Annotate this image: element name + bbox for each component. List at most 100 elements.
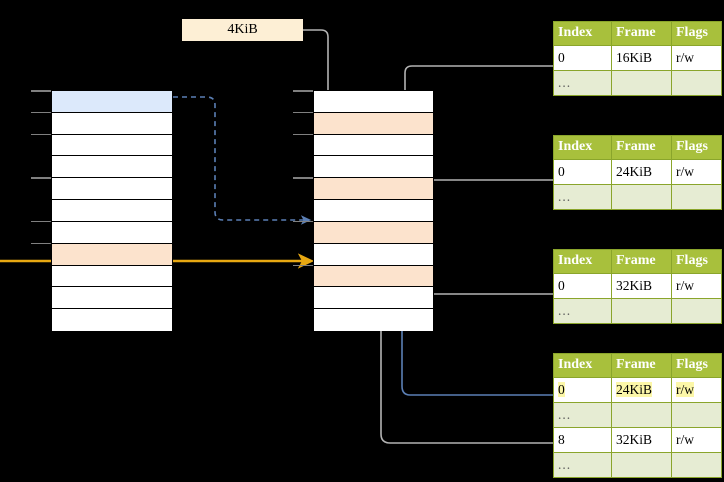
memory-block [52, 265, 172, 288]
cell-frame: 24KiB [611, 377, 672, 403]
table-row[interactable]: ... [553, 298, 722, 324]
cell-flags [671, 298, 722, 324]
memory-block [314, 200, 433, 222]
cell-frame [611, 298, 672, 324]
cell-flags: r/w [671, 159, 722, 185]
cell-flags [671, 452, 722, 478]
memory-block [52, 287, 172, 310]
memory-block [52, 221, 172, 244]
cell-frame [611, 70, 672, 96]
cell-frame [611, 452, 672, 478]
memory-block [314, 156, 433, 179]
column-header-frame: Frame [611, 249, 672, 274]
block-tick-mark [293, 111, 313, 114]
cell-index: ... [553, 184, 612, 210]
block-tick-mark [293, 220, 313, 223]
memory-block [314, 287, 433, 310]
table-row[interactable]: ... [553, 184, 722, 210]
memory-block [314, 309, 433, 331]
cell-index: 0 [553, 159, 612, 185]
memory-block [314, 243, 433, 266]
physical-memory-stack [313, 90, 434, 331]
cell-index: 0 [553, 273, 612, 299]
cell-index: 0 [553, 45, 612, 71]
virtual-address-space-stack [51, 90, 173, 331]
table-row[interactable]: ... [553, 452, 722, 478]
block-tick-mark [293, 133, 313, 136]
column-header-frame: Frame [611, 135, 672, 160]
column-header-flags: Flags [671, 353, 722, 378]
memory-block [52, 112, 172, 135]
memory-block [314, 221, 433, 244]
block-tick-mark [293, 264, 313, 267]
column-header-index: Index [553, 353, 612, 378]
block-tick-mark [293, 177, 313, 179]
column-header-index: Index [553, 21, 612, 46]
block-tick-mark [31, 133, 51, 136]
cell-frame: 24KiB [611, 159, 672, 185]
memory-block [52, 243, 172, 266]
memory-block [52, 156, 172, 179]
cell-index: 0 [553, 377, 612, 403]
memory-block [314, 265, 433, 288]
cell-frame: 32KiB [611, 427, 672, 453]
block-tick-mark [31, 111, 51, 114]
page-size-label: 4KiB [182, 19, 303, 41]
memory-block [314, 178, 433, 201]
memory-block [314, 134, 433, 157]
memory-block [52, 91, 172, 113]
cell-flags: r/w [671, 273, 722, 299]
cell-frame [611, 402, 672, 428]
memory-block [52, 134, 172, 157]
memory-block [52, 178, 172, 201]
highlighted-value: 24KiB [616, 382, 653, 398]
block-tick-mark [31, 90, 51, 92]
cell-index: 8 [553, 427, 612, 453]
table-row[interactable]: 0 24KiB r/w [553, 377, 722, 403]
memory-block [52, 309, 172, 331]
cell-flags: r/w [671, 45, 722, 71]
block-tick-mark [31, 177, 51, 179]
cell-frame [611, 184, 672, 210]
highlighted-value: 0 [558, 382, 565, 398]
cell-flags [671, 70, 722, 96]
memory-block [314, 112, 433, 135]
wire-vaddr-blue-to-frame [173, 96, 312, 225]
column-header-frame: Frame [611, 353, 672, 378]
block-tick-mark [31, 242, 51, 245]
column-header-index: Index [553, 135, 612, 160]
cell-flags [671, 184, 722, 210]
memory-block [52, 200, 172, 222]
column-header-flags: Flags [671, 249, 722, 274]
memory-block [314, 91, 433, 113]
highlighted-value: r/w [676, 382, 694, 398]
cell-index: ... [553, 298, 612, 324]
table-row[interactable]: ... [553, 70, 722, 96]
table-row[interactable]: ... [553, 402, 722, 428]
cell-index: ... [553, 452, 612, 478]
cell-index: ... [553, 402, 612, 428]
cell-flags: r/w [671, 377, 722, 403]
column-header-flags: Flags [671, 21, 722, 46]
column-header-flags: Flags [671, 135, 722, 160]
column-header-frame: Frame [611, 21, 672, 46]
cell-frame: 16KiB [611, 45, 672, 71]
block-tick-mark [293, 90, 313, 92]
cell-flags: r/w [671, 427, 722, 453]
cell-frame: 32KiB [611, 273, 672, 299]
cell-flags [671, 402, 722, 428]
block-tick-mark [31, 220, 51, 223]
